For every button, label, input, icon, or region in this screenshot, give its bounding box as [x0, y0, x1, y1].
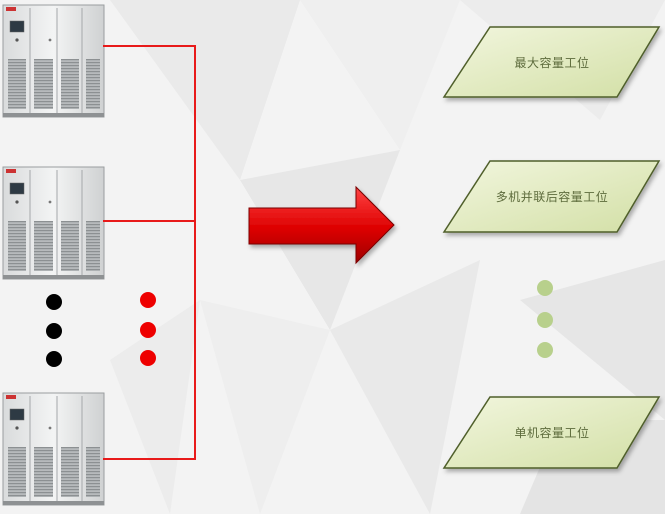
mode-label-single: 单机容量工位 [514, 425, 590, 440]
connector-ellipsis-dots [140, 292, 156, 366]
mode-shape-max [442, 26, 661, 98]
power-cabinet-icon [2, 166, 105, 280]
left-ellipsis-dots [46, 294, 62, 367]
parallel-connector [103, 45, 196, 460]
mode-ellipsis-dots [537, 280, 553, 358]
mode-label-max: 最大容量工位 [514, 55, 590, 70]
mode-shape-parallel [442, 160, 661, 233]
power-cabinet-icon [2, 392, 105, 506]
mode-label-parallel: 多机并联后容量工位 [495, 189, 609, 204]
right-arrow-icon [248, 185, 395, 265]
power-cabinet-icon [2, 4, 105, 118]
mode-shape-single [442, 396, 661, 469]
